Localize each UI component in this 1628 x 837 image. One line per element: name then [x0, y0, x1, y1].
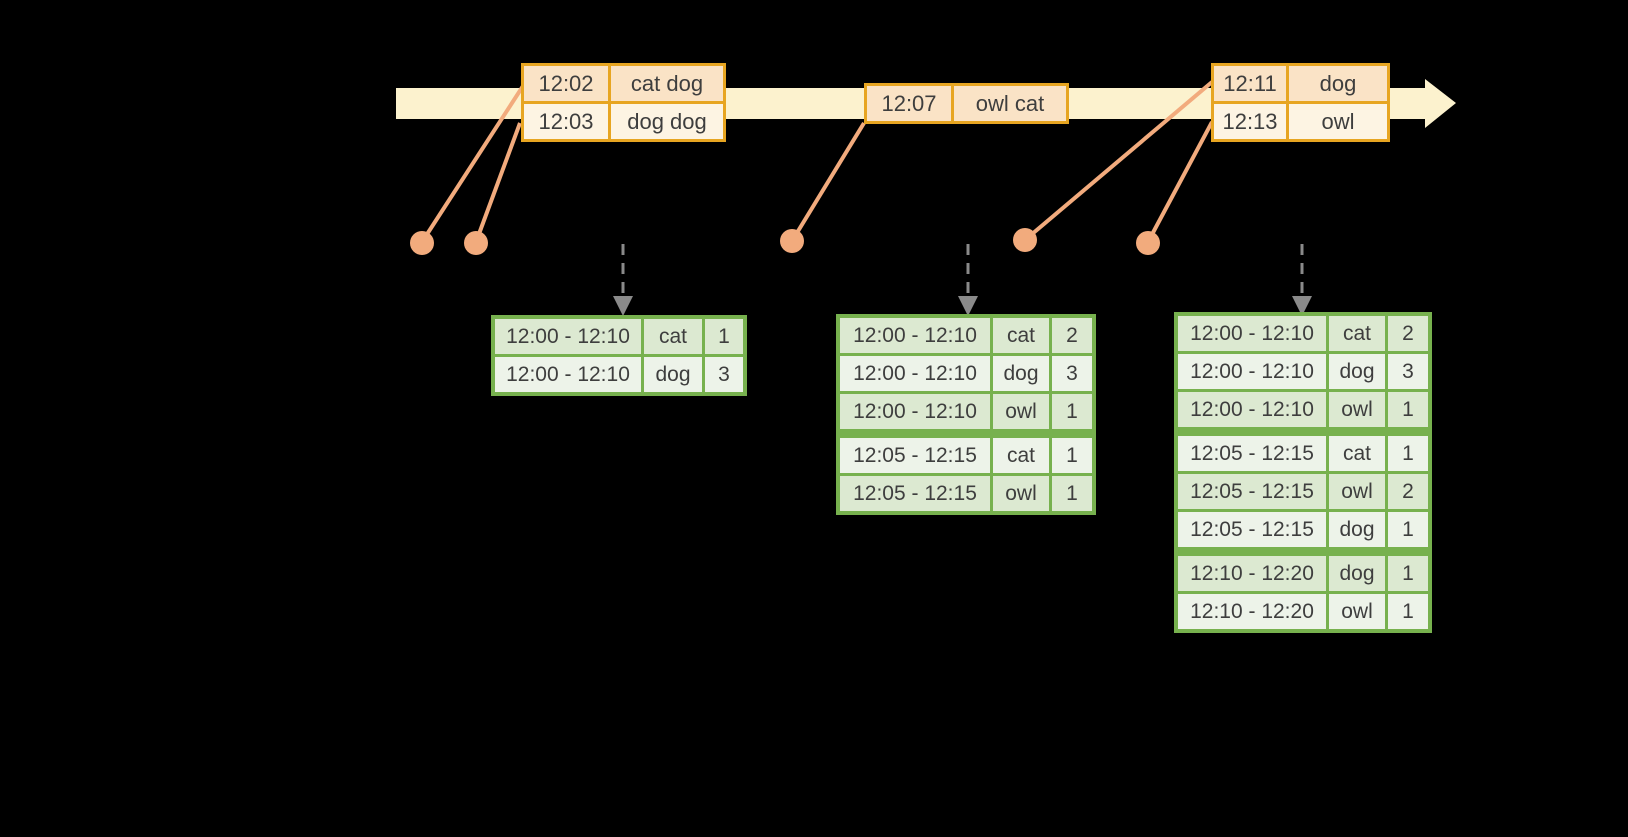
result-table-1: 12:00 - 12:10 cat 1 12:00 - 12:10 dog 3	[491, 315, 747, 396]
count: 1	[1052, 476, 1092, 511]
count: 1	[1052, 438, 1092, 473]
trigger-arrow	[958, 244, 978, 316]
window-range: 12:10 - 12:20	[1178, 594, 1326, 629]
event-time: 12:07	[867, 86, 951, 121]
count: 2	[1388, 316, 1428, 351]
word: cat	[1329, 316, 1385, 351]
count: 1	[705, 319, 743, 354]
word: cat	[993, 318, 1049, 353]
event-time: 12:13	[1214, 104, 1286, 139]
window-range: 12:00 - 12:10	[1178, 354, 1326, 389]
event-dot	[1136, 231, 1160, 255]
event-words: dog	[1289, 66, 1387, 101]
event-words: owl cat	[954, 86, 1066, 121]
event-dot	[780, 229, 804, 253]
word: owl	[1329, 474, 1385, 509]
event-table-1: 12:02 cat dog 12:03 dog dog	[521, 63, 726, 142]
count: 3	[705, 357, 743, 392]
word: dog	[1329, 556, 1385, 591]
event-table-2: 12:07 owl cat	[864, 83, 1069, 124]
count: 3	[1052, 356, 1092, 391]
event-time: 12:11	[1214, 66, 1286, 101]
word: dog	[1329, 354, 1385, 389]
window-range: 12:00 - 12:10	[495, 357, 641, 392]
event-dot	[1013, 228, 1037, 252]
trigger-arrow	[1292, 244, 1312, 316]
result-table-3: 12:00 - 12:10 cat 2 12:00 - 12:10 dog 3 …	[1174, 312, 1432, 633]
event-dot	[464, 231, 488, 255]
word: cat	[993, 438, 1049, 473]
count: 1	[1388, 436, 1428, 471]
connector-line	[1023, 80, 1214, 242]
window-range: 12:05 - 12:15	[840, 476, 990, 511]
word: dog	[993, 356, 1049, 391]
connector-line	[420, 84, 525, 244]
window-range: 12:05 - 12:15	[1178, 474, 1326, 509]
event-table-3: 12:11 dog 12:13 owl	[1211, 63, 1390, 142]
window-range: 12:00 - 12:10	[495, 319, 641, 354]
count: 1	[1388, 594, 1428, 629]
window-range: 12:05 - 12:15	[1178, 512, 1326, 547]
window-range: 12:00 - 12:10	[840, 318, 990, 353]
word: dog	[1329, 512, 1385, 547]
event-time: 12:02	[524, 66, 608, 101]
window-group-separator	[840, 432, 1092, 435]
window-range: 12:10 - 12:20	[1178, 556, 1326, 591]
window-group-separator	[1178, 430, 1428, 433]
result-table-2: 12:00 - 12:10 cat 2 12:00 - 12:10 dog 3 …	[836, 314, 1096, 515]
word: dog	[644, 357, 702, 392]
event-words: owl	[1289, 104, 1387, 139]
connector-line	[790, 121, 866, 243]
window-range: 12:00 - 12:10	[840, 394, 990, 429]
window-range: 12:00 - 12:10	[1178, 316, 1326, 351]
event-words: dog dog	[611, 104, 723, 139]
count: 1	[1388, 556, 1428, 591]
word: owl	[1329, 594, 1385, 629]
count: 2	[1388, 474, 1428, 509]
count: 1	[1388, 512, 1428, 547]
connector-line	[474, 122, 522, 243]
count: 2	[1052, 318, 1092, 353]
window-range: 12:00 - 12:10	[1178, 392, 1326, 427]
count: 3	[1388, 354, 1428, 389]
window-range: 12:05 - 12:15	[840, 438, 990, 473]
word: cat	[1329, 436, 1385, 471]
window-range: 12:05 - 12:15	[1178, 436, 1326, 471]
event-time: 12:03	[524, 104, 608, 139]
word: owl	[993, 476, 1049, 511]
word: cat	[644, 319, 702, 354]
trigger-arrow	[613, 244, 633, 316]
count: 1	[1052, 394, 1092, 429]
window-group-separator	[1178, 550, 1428, 553]
word: owl	[993, 394, 1049, 429]
count: 1	[1388, 392, 1428, 427]
connector-line	[1146, 121, 1214, 243]
event-words: cat dog	[611, 66, 723, 101]
word: owl	[1329, 392, 1385, 427]
window-range: 12:00 - 12:10	[840, 356, 990, 391]
event-dot	[410, 231, 434, 255]
